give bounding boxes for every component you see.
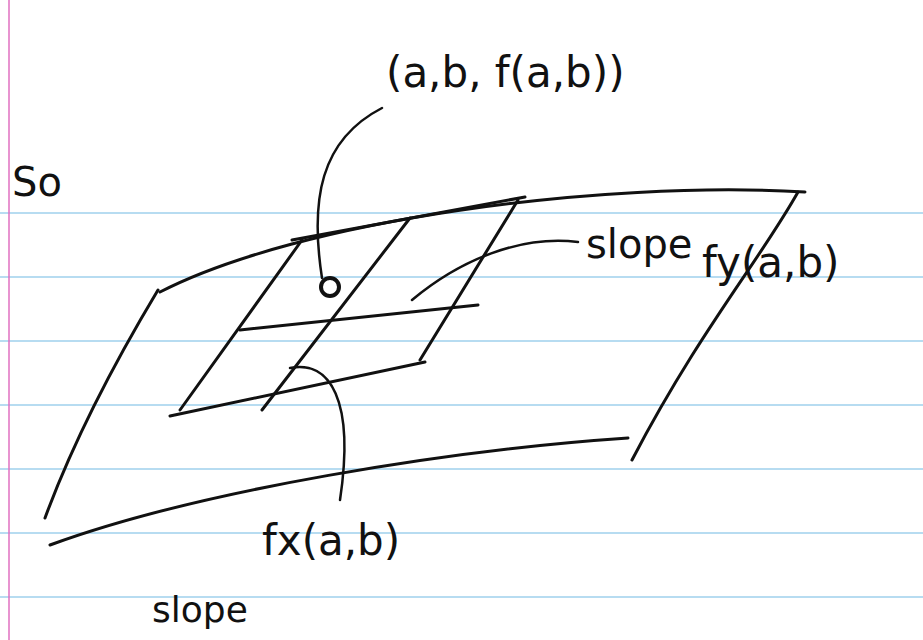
tangent-plane [170, 197, 525, 416]
slope-label: slope [586, 222, 692, 266]
point-label: (a,b, f(a,b)) [386, 50, 625, 96]
partial-label: fx(a,b) [262, 518, 400, 564]
partial-label: fy(a,b) [702, 240, 839, 286]
margin-line [8, 0, 10, 640]
leader-lines [290, 108, 578, 500]
note-text: So [12, 160, 62, 204]
ruled-lines [0, 213, 923, 597]
point-dot [321, 278, 339, 296]
surface [45, 190, 805, 545]
slope-label: slope [152, 590, 248, 630]
